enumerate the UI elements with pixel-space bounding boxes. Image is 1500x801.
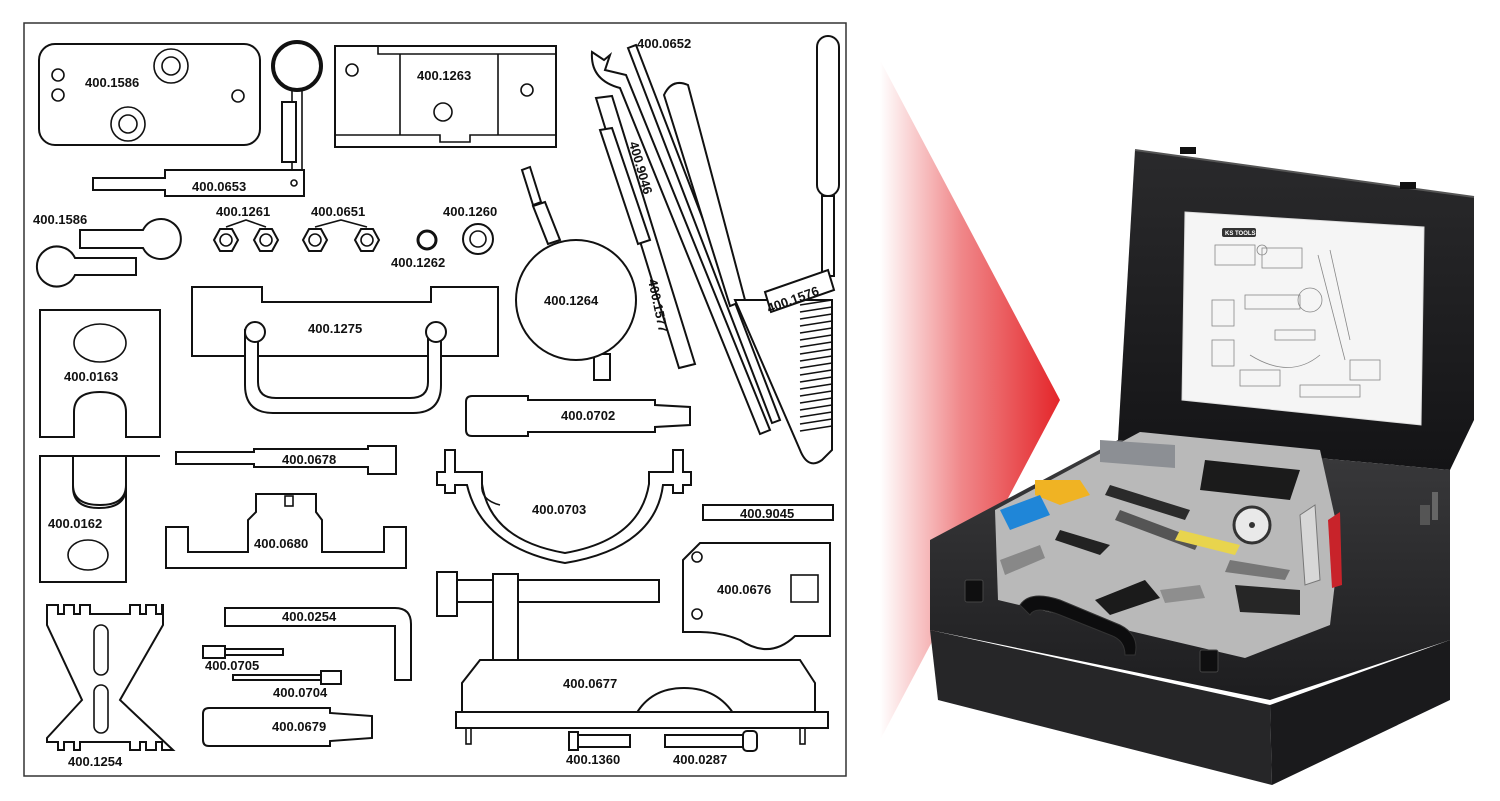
part-400-1254: 400.1254	[46, 604, 176, 769]
lid-layout-sheet	[1181, 211, 1425, 426]
label-400-1263: 400.1263	[417, 68, 471, 83]
part-400-0704: 400.0704	[232, 670, 342, 700]
label-400-0705: 400.0705	[205, 658, 259, 673]
part-400-0705: 400.0705	[202, 645, 284, 673]
part-400-0678: 400.0678	[175, 445, 397, 475]
part-400-1586-keys: 400.1586	[33, 212, 182, 288]
part-400-0677: 400.0677	[436, 571, 829, 745]
label-400-0653: 400.0653	[192, 179, 246, 194]
part-400-0680: 400.0680	[165, 493, 407, 569]
label-400-0162: 400.0162	[48, 516, 102, 531]
label-400-9045: 400.9045	[740, 506, 794, 521]
part-400-0679: 400.0679	[202, 707, 373, 747]
part-400-1576: 400.1576	[662, 35, 840, 465]
spring-coil	[799, 299, 833, 432]
label-400-1360: 400.1360	[566, 752, 620, 767]
label-400-1261: 400.1261	[216, 204, 270, 219]
case-latch-right	[1199, 649, 1219, 673]
part-400-0676: 400.0676	[682, 542, 831, 651]
label-400-1260: 400.1260	[443, 204, 497, 219]
part-400-1263: 400.1263	[334, 45, 557, 148]
tool-case-photo: KS TOOLS	[930, 147, 1475, 785]
part-400-0703: 400.0703	[436, 449, 692, 565]
label-400-1262: 400.1262	[391, 255, 445, 270]
label-400-0679: 400.0679	[272, 719, 326, 734]
part-400-1586-plate: 400.1586	[38, 43, 261, 146]
part-nuts: 400.1261 400.0651 400.1260 400.1262	[212, 204, 497, 270]
part-400-0653: 400.0653	[92, 169, 305, 197]
part-400-1264: 400.1264	[515, 165, 637, 381]
part-400-1275: 400.1275	[191, 286, 499, 414]
label-400-0254: 400.0254	[282, 609, 337, 624]
brand-badge-text: KS TOOLS	[1225, 231, 1256, 237]
part-400-1360: 400.1360	[566, 731, 631, 767]
sheet-sketch	[1211, 244, 1381, 398]
label-400-0703: 400.0703	[532, 502, 586, 517]
part-400-9045: 400.9045	[702, 504, 834, 521]
part-400-0254: 400.0254	[224, 607, 412, 681]
label-400-0677: 400.0677	[563, 676, 617, 691]
case-latch-left	[964, 579, 984, 603]
part-400-0702: 400.0702	[465, 395, 691, 437]
foam-tools	[1000, 440, 1342, 615]
label-400-1275: 400.1275	[308, 321, 362, 336]
part-ring-pin	[271, 40, 323, 181]
case-handle	[1019, 595, 1137, 656]
brand-badge: KS TOOLS	[1222, 228, 1256, 237]
part-400-0162: 400.0162	[39, 455, 160, 583]
label-400-1264: 400.1264	[544, 293, 599, 308]
part-400-0163: 400.0163	[39, 309, 161, 438]
part-400-0652: 400.0652	[590, 36, 782, 436]
part-400-0287: 400.0287	[664, 730, 758, 767]
label-400-1254: 400.1254	[68, 754, 123, 769]
label-400-0651: 400.0651	[311, 204, 365, 219]
label-400-0163: 400.0163	[64, 369, 118, 384]
label-400-0676: 400.0676	[717, 582, 771, 597]
label-400-0702: 400.0702	[561, 408, 615, 423]
label-400-1586-b: 400.1586	[33, 212, 87, 227]
tool-layout-diagram: 400.1586 400.0653 400.1263	[23, 22, 847, 777]
label-400-0704: 400.0704	[273, 685, 328, 700]
label-400-0287: 400.0287	[673, 752, 727, 767]
red-arrow-shape	[880, 60, 1060, 740]
label-400-0678: 400.0678	[282, 452, 336, 467]
label-400-0680: 400.0680	[254, 536, 308, 551]
label-400-1586-a: 400.1586	[85, 75, 139, 90]
label-400-0652: 400.0652	[637, 36, 691, 51]
